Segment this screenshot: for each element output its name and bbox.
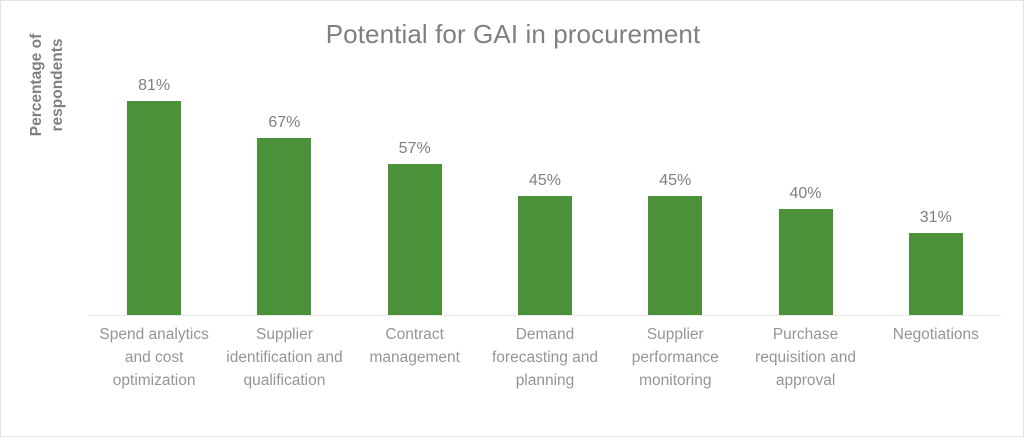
bar[interactable] [257, 138, 312, 315]
bar-slot: 45% [610, 61, 740, 315]
x-axis-category-label: Spend analytics and cost optimization [99, 326, 209, 389]
y-axis-title: Percentage of respondents [26, 5, 70, 165]
x-axis-category-label: Purchase requisition and approval [755, 326, 856, 389]
bar-value-label: 67% [268, 114, 301, 131]
bar-slot: 45% [480, 61, 610, 315]
bar[interactable] [387, 164, 442, 315]
bar[interactable] [908, 233, 963, 315]
bar-value-label: 40% [789, 185, 822, 203]
bar[interactable] [127, 101, 182, 315]
bar-value-label: 81% [138, 77, 171, 94]
x-axis-category-label: Demand forecasting and planning [492, 326, 598, 389]
x-axis-category-label: Supplier performance monitoring [631, 326, 719, 389]
x-axis-category-label: Contract management [369, 326, 460, 366]
bar[interactable] [517, 196, 572, 315]
bar[interactable] [648, 196, 703, 315]
bar-slot: 81% [89, 61, 219, 315]
chart-title: Potential for GAI in procurement [325, 19, 701, 49]
x-axis-category-label: Negotiations [892, 326, 979, 343]
bar-value-label: 31% [919, 209, 952, 227]
x-axis-line [89, 315, 1001, 316]
x-axis-category-label: Supplier identification and qualificatio… [226, 326, 343, 389]
y-axis-title-line-1: Percentage of [28, 33, 45, 137]
bar-value-label: 57% [398, 140, 431, 158]
bar-slot: 40% [740, 61, 870, 315]
bar-slot: 57% [350, 61, 480, 315]
bar-value-label: 45% [659, 172, 692, 190]
bar[interactable] [778, 209, 833, 315]
bar-slot: 31% [871, 61, 1001, 315]
y-axis-title-line-2: respondents [49, 38, 66, 132]
plot-area: 81% 67% 57% 45% 45% 40% 31% [89, 61, 1001, 315]
bar-slot: 67% [219, 61, 349, 315]
bar-value-label: 45% [528, 172, 561, 190]
